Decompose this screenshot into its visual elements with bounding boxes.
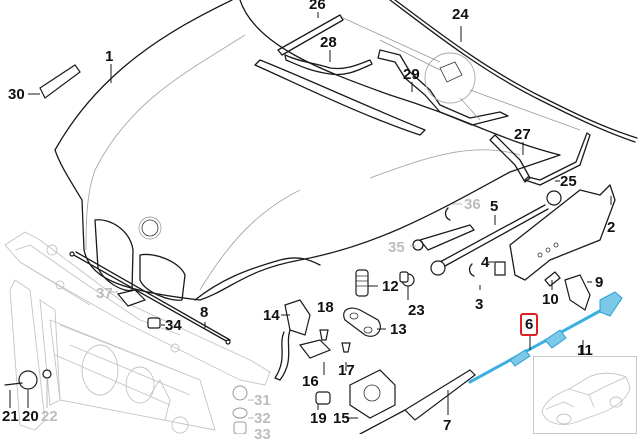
callout-26[interactable]: 26 <box>309 0 326 13</box>
callout-6-selected[interactable]: 6 <box>520 313 539 336</box>
callout-21[interactable]: 21 <box>2 408 19 425</box>
callout-22[interactable]: 22 <box>41 408 58 425</box>
callout-9[interactable]: 9 <box>595 274 604 291</box>
callout-28[interactable]: 28 <box>320 34 337 51</box>
callout-33[interactable]: 33 <box>254 426 271 443</box>
seals-drawing <box>277 0 638 186</box>
callout-7[interactable]: 7 <box>443 417 452 434</box>
callout-16[interactable]: 16 <box>302 373 319 390</box>
callout-25[interactable]: 25 <box>560 173 577 190</box>
callout-4[interactable]: 4 <box>481 254 490 271</box>
callout-20[interactable]: 20 <box>22 408 39 425</box>
car-outline-icon <box>541 372 631 425</box>
vehicle-location-thumbnail <box>533 356 637 434</box>
hinge-strut-drawing <box>412 184 616 287</box>
callout-10[interactable]: 10 <box>542 291 559 308</box>
callout-36[interactable]: 36 <box>464 196 481 213</box>
callout-32[interactable]: 32 <box>254 410 271 427</box>
callout-12[interactable]: 12 <box>382 278 399 295</box>
callout-1[interactable]: 1 <box>105 48 114 65</box>
callout-23[interactable]: 23 <box>408 302 425 319</box>
callout-34[interactable]: 34 <box>165 317 182 334</box>
parts-diagram <box>4 0 638 434</box>
callout-8[interactable]: 8 <box>200 304 209 321</box>
callout-35[interactable]: 35 <box>388 239 405 256</box>
callout-11[interactable]: 11 <box>577 342 593 359</box>
latch-drawing <box>274 269 415 419</box>
callout-17[interactable]: 17 <box>338 362 355 379</box>
callout-15[interactable]: 15 <box>333 410 350 427</box>
callout-30[interactable]: 30 <box>8 86 25 103</box>
hood-drawing <box>54 0 561 301</box>
callout-5[interactable]: 5 <box>490 198 499 215</box>
callout-37[interactable]: 37 <box>96 285 113 302</box>
highlighted-part-6[interactable] <box>468 274 623 384</box>
callout-13[interactable]: 13 <box>390 321 407 338</box>
callout-29[interactable]: 29 <box>403 66 420 83</box>
front-panel-drawing <box>4 231 271 434</box>
callout-31[interactable]: 31 <box>254 392 271 409</box>
callout-18[interactable]: 18 <box>317 299 334 316</box>
callout-3[interactable]: 3 <box>475 296 484 313</box>
callout-19[interactable]: 19 <box>310 410 327 427</box>
callout-14[interactable]: 14 <box>263 307 280 324</box>
callout-2[interactable]: 2 <box>607 219 616 236</box>
callout-27[interactable]: 27 <box>514 126 531 143</box>
callout-24[interactable]: 24 <box>452 6 469 23</box>
